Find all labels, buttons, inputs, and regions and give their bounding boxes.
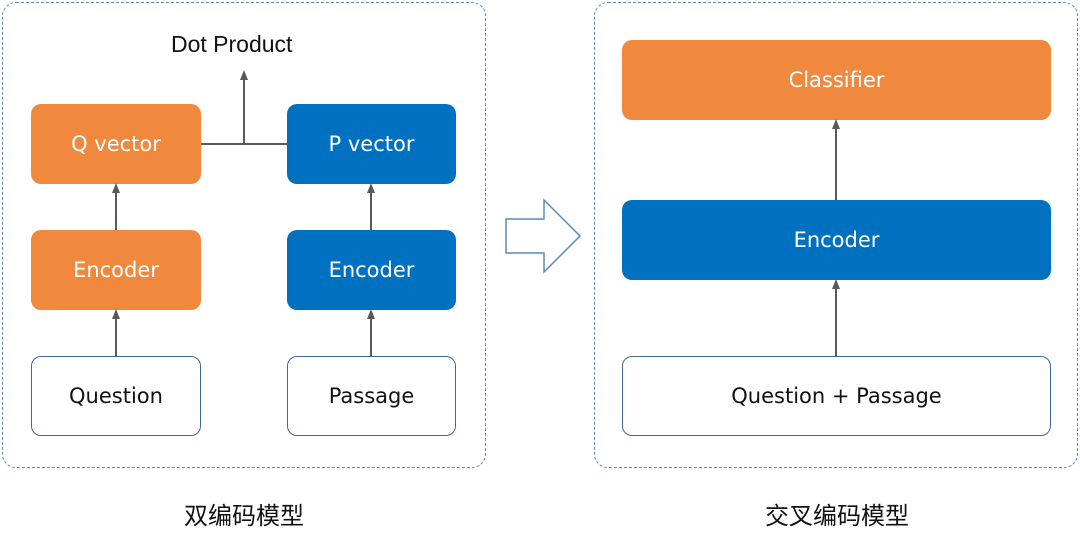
passage-encoder-box: Encoder bbox=[287, 230, 456, 310]
question-input-box: Question bbox=[31, 356, 201, 436]
cross-encoder-panel bbox=[594, 2, 1078, 468]
q-vector-box: Q vector bbox=[31, 104, 201, 184]
transition-arrow-icon bbox=[505, 198, 582, 274]
classifier-box: Classifier bbox=[622, 40, 1051, 120]
question-passage-input-box: Question + Passage bbox=[622, 356, 1051, 436]
bi-encoder-panel bbox=[2, 2, 486, 468]
p-vector-box: P vector bbox=[287, 104, 456, 184]
bi-encoder-caption: 双编码模型 bbox=[184, 502, 304, 530]
dot-product-label: Dot Product bbox=[171, 31, 293, 57]
question-encoder-box: Encoder bbox=[31, 230, 201, 310]
cross-encoder-box: Encoder bbox=[622, 200, 1051, 280]
cross-encoder-caption: 交叉编码模型 bbox=[765, 502, 909, 530]
passage-input-box: Passage bbox=[287, 356, 456, 436]
